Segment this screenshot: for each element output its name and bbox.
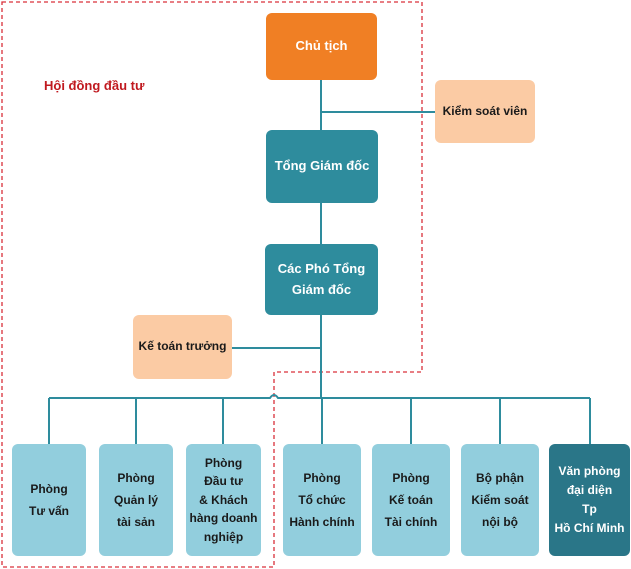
department-organization-administration: Phòng Tổ chức Hành chính	[283, 444, 361, 556]
chairman-box: Chủ tịch	[266, 13, 377, 80]
investment-council-label: Hội đồng đầu tư	[44, 78, 145, 93]
department-asset-management: Phòng Quản lý tài sản	[99, 444, 173, 556]
department-investment-corporate-clients: Phòng Đầu tư & Khách hàng doanh nghiệp	[186, 444, 261, 556]
supervisor-box: Kiểm soát viên	[435, 80, 535, 143]
investment-council-boundary	[1, 1, 423, 568]
chief-accountant-box: Kế toán trưởng	[133, 315, 232, 379]
department-internal-control: Bộ phận Kiểm soát nội bộ	[461, 444, 539, 556]
department-accounting-finance: Phòng Kế toán Tài chính	[372, 444, 450, 556]
department-advisory: Phòng Tư vấn	[12, 444, 86, 556]
deputy-ceo-box: Các Phó Tổng Giám đốc	[265, 244, 378, 315]
department-hcmc-representative-office: Văn phòng đại diện Tp Hồ Chí Minh	[549, 444, 630, 556]
ceo-box: Tổng Giám đốc	[266, 130, 378, 203]
